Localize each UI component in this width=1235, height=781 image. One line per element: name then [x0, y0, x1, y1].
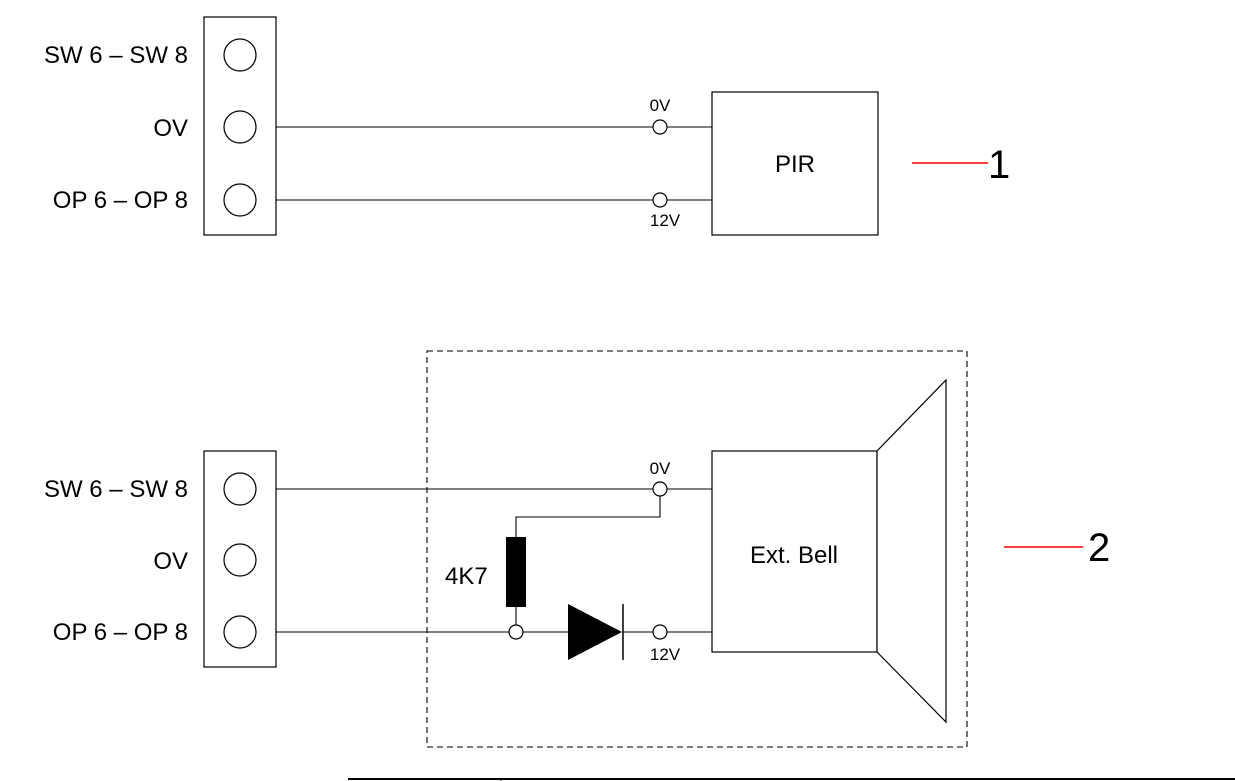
terminal-label-0v: OV	[153, 115, 188, 142]
terminal-op	[223, 183, 257, 217]
node-label-0v: 0V	[650, 96, 671, 115]
terminal-label-op: OP 6 – OP 8	[53, 619, 188, 646]
terminal-0v	[223, 543, 257, 577]
node-12v	[652, 192, 668, 208]
node-0v	[652, 481, 668, 497]
terminal-label-sw: SW 6 – SW 8	[44, 42, 188, 69]
terminal-sw	[223, 38, 257, 72]
callout-number-1: 1	[988, 143, 1010, 187]
resistor-label: 4K7	[445, 563, 488, 590]
bell-device-label: Ext. Bell	[750, 542, 838, 569]
terminal-sw	[223, 472, 257, 506]
pir-wiring-diagram: SW 6 – SW 8 OV OP 6 – OP 8 0V 12V PIR 1	[44, 16, 1010, 236]
terminal-label-op: OP 6 – OP 8	[53, 187, 188, 214]
bell-horn	[876, 378, 947, 724]
node-label-0v: 0V	[650, 459, 671, 478]
bell-enclosure-outline	[426, 350, 968, 748]
node-0v	[652, 119, 668, 135]
node-label-12v: 12V	[650, 645, 681, 664]
pir-device-box	[711, 91, 879, 236]
node-label-12v: 12V	[650, 211, 681, 230]
node-junction	[508, 624, 524, 640]
diode-triangle	[568, 604, 622, 660]
pir-device-label: PIR	[775, 151, 815, 178]
resistor-4k7	[506, 537, 526, 607]
terminal-label-0v: OV	[153, 548, 188, 575]
wire-resistor-top	[515, 496, 661, 537]
terminal-op	[223, 615, 257, 649]
callout-number-2: 2	[1088, 526, 1110, 570]
bell-wiring-diagram: SW 6 – SW 8 OV OP 6 – OP 8 0V 4K7 12V Ex…	[44, 350, 1110, 748]
node-12v	[652, 624, 668, 640]
terminal-0v	[223, 110, 257, 144]
terminal-label-sw: SW 6 – SW 8	[44, 476, 188, 503]
